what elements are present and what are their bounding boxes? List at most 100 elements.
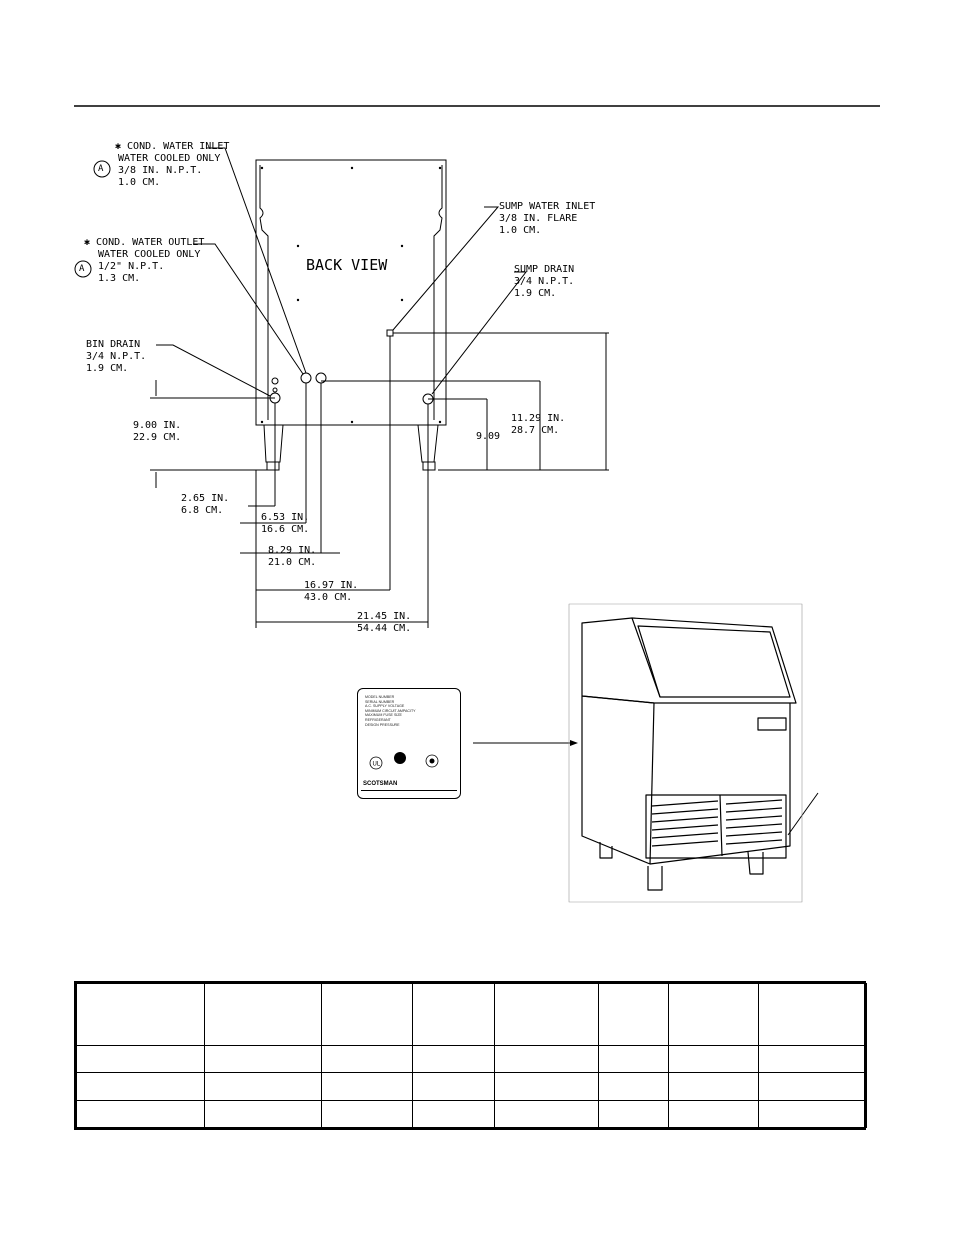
- callout-cond-inlet: ✱ COND. WATER INLET WATER COOLED ONLY 3/…: [115, 141, 229, 189]
- table-cell: [204, 1099, 322, 1129]
- callout-line: 1.0 CM.: [499, 225, 542, 236]
- dim-line: 43.0 CM.: [304, 592, 353, 603]
- spec-table-grid: [76, 983, 867, 1129]
- dim-height-right: 11.29 IN. 28.7 CM.: [511, 413, 565, 437]
- marker-a-outlet: [74, 260, 92, 278]
- nameplate-lines: MODEL NUMBER SERIAL NUMBER A.C. SUPPLY V…: [365, 695, 416, 727]
- table-cell: [204, 1044, 322, 1074]
- callout-line: SUMP DRAIN: [514, 264, 575, 275]
- table-header-row: [76, 983, 867, 1046]
- dim-line: 2.65 IN.: [181, 493, 230, 504]
- callout-line: WATER COOLED ONLY: [98, 249, 201, 260]
- dim-line: 21.45 IN.: [357, 611, 412, 622]
- callout-sump-drain: SUMP DRAIN 3/4 N.P.T. 1.9 CM.: [514, 264, 574, 300]
- table-cell: [758, 1072, 867, 1101]
- table-cell: [204, 983, 322, 1046]
- callout-line: 1.9 CM.: [86, 363, 129, 374]
- table-cell: [76, 983, 205, 1046]
- table-row: [76, 1072, 867, 1101]
- dim-height-left: 9.00 IN. 22.9 CM.: [133, 420, 181, 444]
- table-cell: [758, 1099, 867, 1129]
- callout-line: ✱ COND. WATER OUTLET: [84, 237, 205, 248]
- dim-line: 9.00 IN.: [133, 420, 182, 431]
- nameplate-line: MODEL NUMBER: [365, 695, 395, 699]
- table-cell: [412, 983, 495, 1046]
- table-cell: [321, 1044, 413, 1074]
- dim-line: 6.53 IN.: [261, 512, 310, 523]
- callout-line: BIN DRAIN: [86, 339, 141, 350]
- table-cell: [76, 1099, 205, 1129]
- dim-line: 16.97 IN.: [304, 580, 359, 591]
- table-cell: [494, 1099, 599, 1129]
- dim-w4: 16.97 IN. 43.0 CM.: [304, 580, 358, 604]
- spec-table: [74, 981, 867, 1130]
- table-cell: [494, 983, 599, 1046]
- callout-line: 3/8 IN. N.P.T.: [118, 165, 203, 176]
- table-cell: [758, 983, 867, 1046]
- dim-line: 11.29 IN.: [511, 413, 566, 424]
- callout-line: SUMP WATER INLET: [499, 201, 596, 212]
- callout-line: ✱ COND. WATER INLET: [115, 141, 230, 152]
- marker-a-inlet-label: A: [98, 164, 104, 174]
- table-cell: [668, 1044, 759, 1074]
- nameplate-line: MAXIMUM FUSE SIZE: [365, 713, 402, 718]
- callout-line: 1/2" N.P.T.: [98, 261, 165, 272]
- dim-w2: 6.53 IN. 16.6 CM.: [261, 512, 309, 536]
- dim-height-mid: 9.09: [476, 431, 501, 442]
- view-title: BACK VIEW: [306, 256, 388, 274]
- svg-text:UL: UL: [373, 762, 381, 768]
- dim-w3: 8.29 IN. 21.0 CM.: [268, 545, 316, 569]
- table-cell: [668, 1072, 759, 1101]
- table-cell: [204, 1072, 322, 1101]
- dim-line: 22.9 CM.: [133, 432, 182, 443]
- callout-line: 3/8 IN. FLARE: [499, 213, 578, 224]
- table-cell: [321, 1072, 413, 1101]
- table-cell: [598, 1072, 669, 1101]
- table-cell: [76, 1072, 205, 1101]
- table-row: [76, 1099, 867, 1129]
- nameplate: MODEL NUMBER SERIAL NUMBER A.C. SUPPLY V…: [357, 688, 461, 799]
- dim-line: 28.7 CM.: [511, 425, 560, 436]
- table-cell: [76, 1044, 205, 1074]
- nameplate-line: SERIAL NUMBER: [365, 699, 395, 704]
- dim-line: 21.0 CM.: [268, 557, 317, 568]
- csa-logo-icon: [394, 752, 406, 764]
- table-cell: [598, 1044, 669, 1074]
- table-row: [76, 1044, 867, 1074]
- callout-line: 1.3 CM.: [98, 273, 141, 284]
- callout-line: 3/4 N.P.T.: [86, 351, 147, 362]
- table-cell: [668, 983, 759, 1046]
- dim-line: 16.6 CM.: [261, 524, 310, 535]
- callout-bin-drain: BIN DRAIN 3/4 N.P.T. 1.9 CM.: [86, 339, 146, 375]
- table-cell: [598, 983, 669, 1046]
- nameplate-logos: UL: [369, 752, 439, 770]
- callout-cond-outlet: ✱ COND. WATER OUTLET WATER COOLED ONLY 1…: [84, 237, 204, 285]
- marker-a-outlet-label: A: [79, 264, 85, 274]
- table-cell: [321, 1099, 413, 1129]
- callout-line: 1.0 CM.: [118, 177, 161, 188]
- table-cell: [412, 1072, 495, 1101]
- table-cell: [412, 1044, 495, 1074]
- nameplate-line: MINIMUM CIRCUIT AMPACITY: [365, 708, 416, 713]
- dim-line: 54.44 CM.: [357, 623, 412, 634]
- dim-w1: 2.65 IN. 6.8 CM.: [181, 493, 229, 517]
- table-cell: [494, 1044, 599, 1074]
- nameplate-line: REFRIGERANT: [365, 717, 391, 722]
- dim-line: 6.8 CM.: [181, 505, 224, 516]
- table-cell: [598, 1099, 669, 1129]
- ul-logo-icon: [369, 756, 383, 770]
- marker-a-inlet: [93, 160, 111, 178]
- dim-w5: 21.45 IN. 54.44 CM.: [357, 611, 411, 635]
- table-cell: [494, 1072, 599, 1101]
- table-cell: [758, 1044, 867, 1074]
- callout-line: 3/4 N.P.T.: [514, 276, 575, 287]
- callout-line: WATER COOLED ONLY: [118, 153, 221, 164]
- table-cell: [668, 1099, 759, 1129]
- callout-sump-inlet: SUMP WATER INLET 3/8 IN. FLARE 1.0 CM.: [499, 201, 595, 237]
- nsf-logo-icon: [425, 754, 439, 768]
- nameplate-brand: SCOTSMAN: [363, 781, 398, 787]
- nameplate-line: DESIGN PRESSURE: [365, 722, 400, 727]
- table-cell: [412, 1099, 495, 1129]
